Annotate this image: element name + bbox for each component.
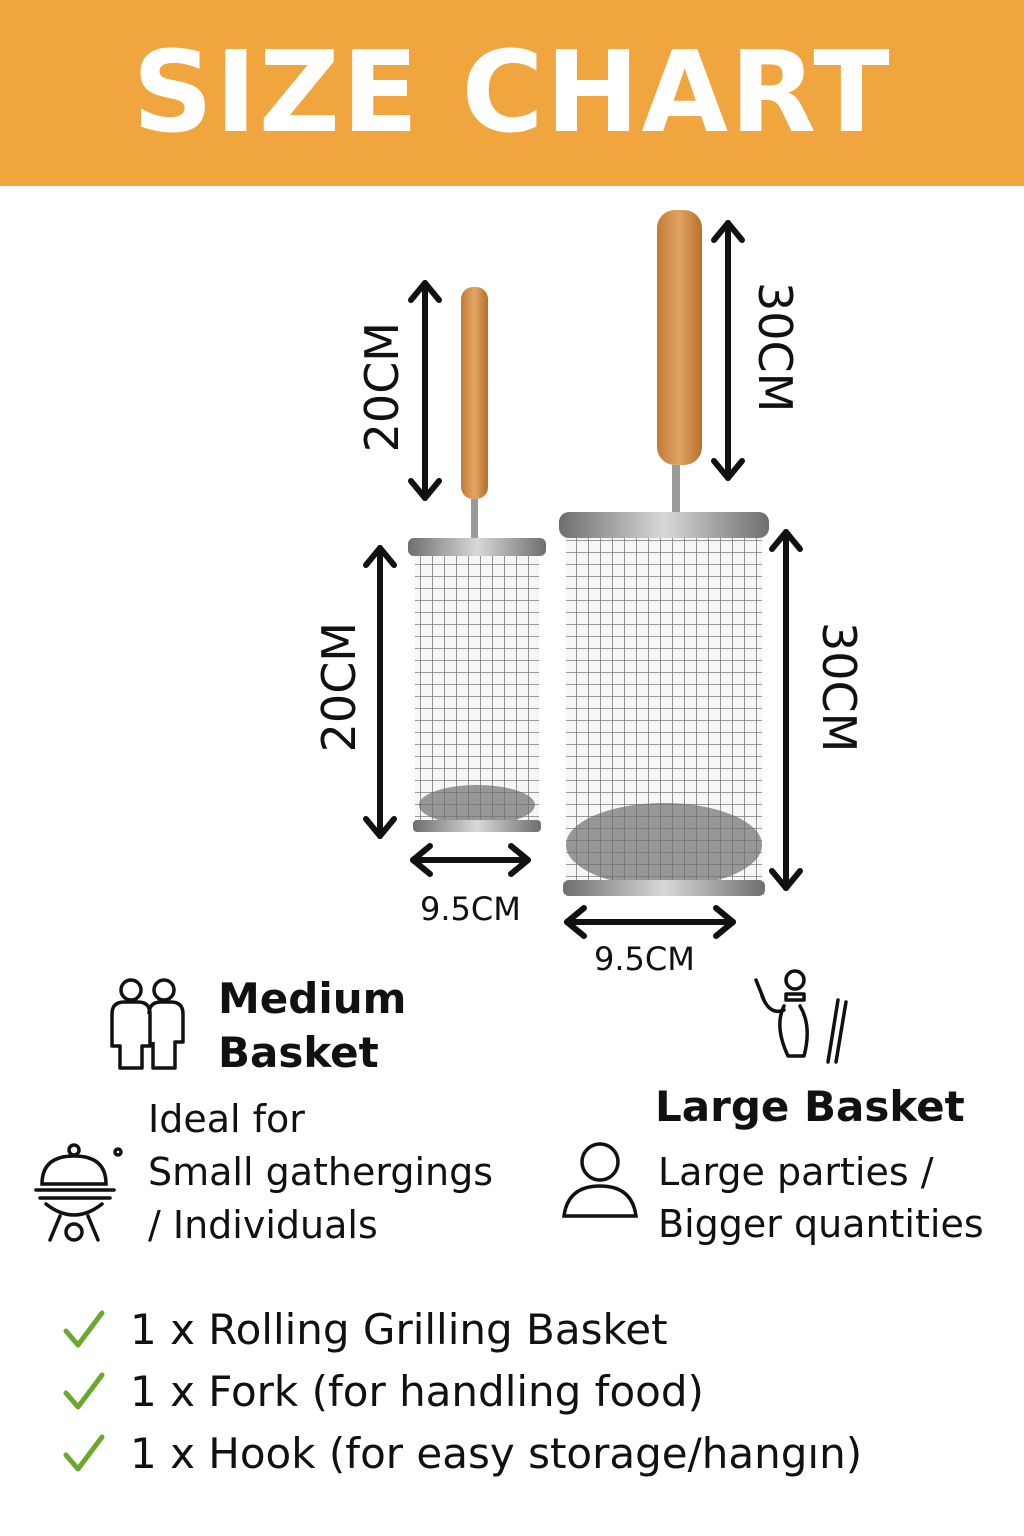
- medium-desc-line1: Ideal for: [148, 1097, 305, 1141]
- medium-basket-image: [408, 287, 546, 832]
- product-illustration: [363, 210, 803, 939]
- people-icon: [110, 978, 185, 1070]
- header-banner: SIZE CHART: [0, 0, 1024, 186]
- list-item: 1 x Hook (for easy storage/hangın): [62, 1422, 862, 1484]
- medium-title-line1: Medium: [218, 974, 407, 1023]
- large-width-label: 9.5CM: [594, 940, 695, 978]
- large-basket-height: 30CM: [812, 622, 866, 753]
- checkmark-icon: [63, 1434, 105, 1472]
- medium-desc-line2: Small gathergings: [148, 1150, 494, 1194]
- medium-title-line2: Basket: [218, 1028, 379, 1077]
- list-item-text: 1 x Fork (for handling food): [130, 1366, 704, 1416]
- list-item-text: 1 x Rolling Grilling Basket: [130, 1304, 668, 1354]
- large-handle-length: 30CM: [748, 282, 802, 413]
- medium-basket-height: 20CM: [312, 622, 366, 753]
- list-item: 1 x Rolling Grilling Basket: [62, 1298, 862, 1360]
- large-basket-image: [559, 210, 769, 896]
- list-item-text: 1 x Hook (for easy storage/hangın): [130, 1428, 863, 1478]
- page-title: SIZE CHART: [132, 28, 892, 158]
- grill-icon: [34, 1143, 123, 1242]
- large-desc-line1: Large parties /: [658, 1150, 934, 1194]
- medium-handle-length: 20CM: [355, 322, 409, 453]
- person-with-tool-icon: [754, 969, 848, 1064]
- checkmark-icon: [63, 1372, 105, 1410]
- person-icon: [562, 1142, 638, 1218]
- checkmark-icon: [63, 1310, 105, 1348]
- large-desc-line2: Bigger quantities: [658, 1202, 984, 1246]
- medium-desc-line3: / Individuals: [148, 1203, 378, 1247]
- list-item: 1 x Fork (for handling food): [62, 1360, 862, 1422]
- large-title: Large Basket: [655, 1082, 965, 1131]
- medium-width-label: 9.5CM: [420, 890, 521, 928]
- included-items-list: 1 x Rolling Grilling Basket 1 x Fork (fo…: [62, 1298, 862, 1484]
